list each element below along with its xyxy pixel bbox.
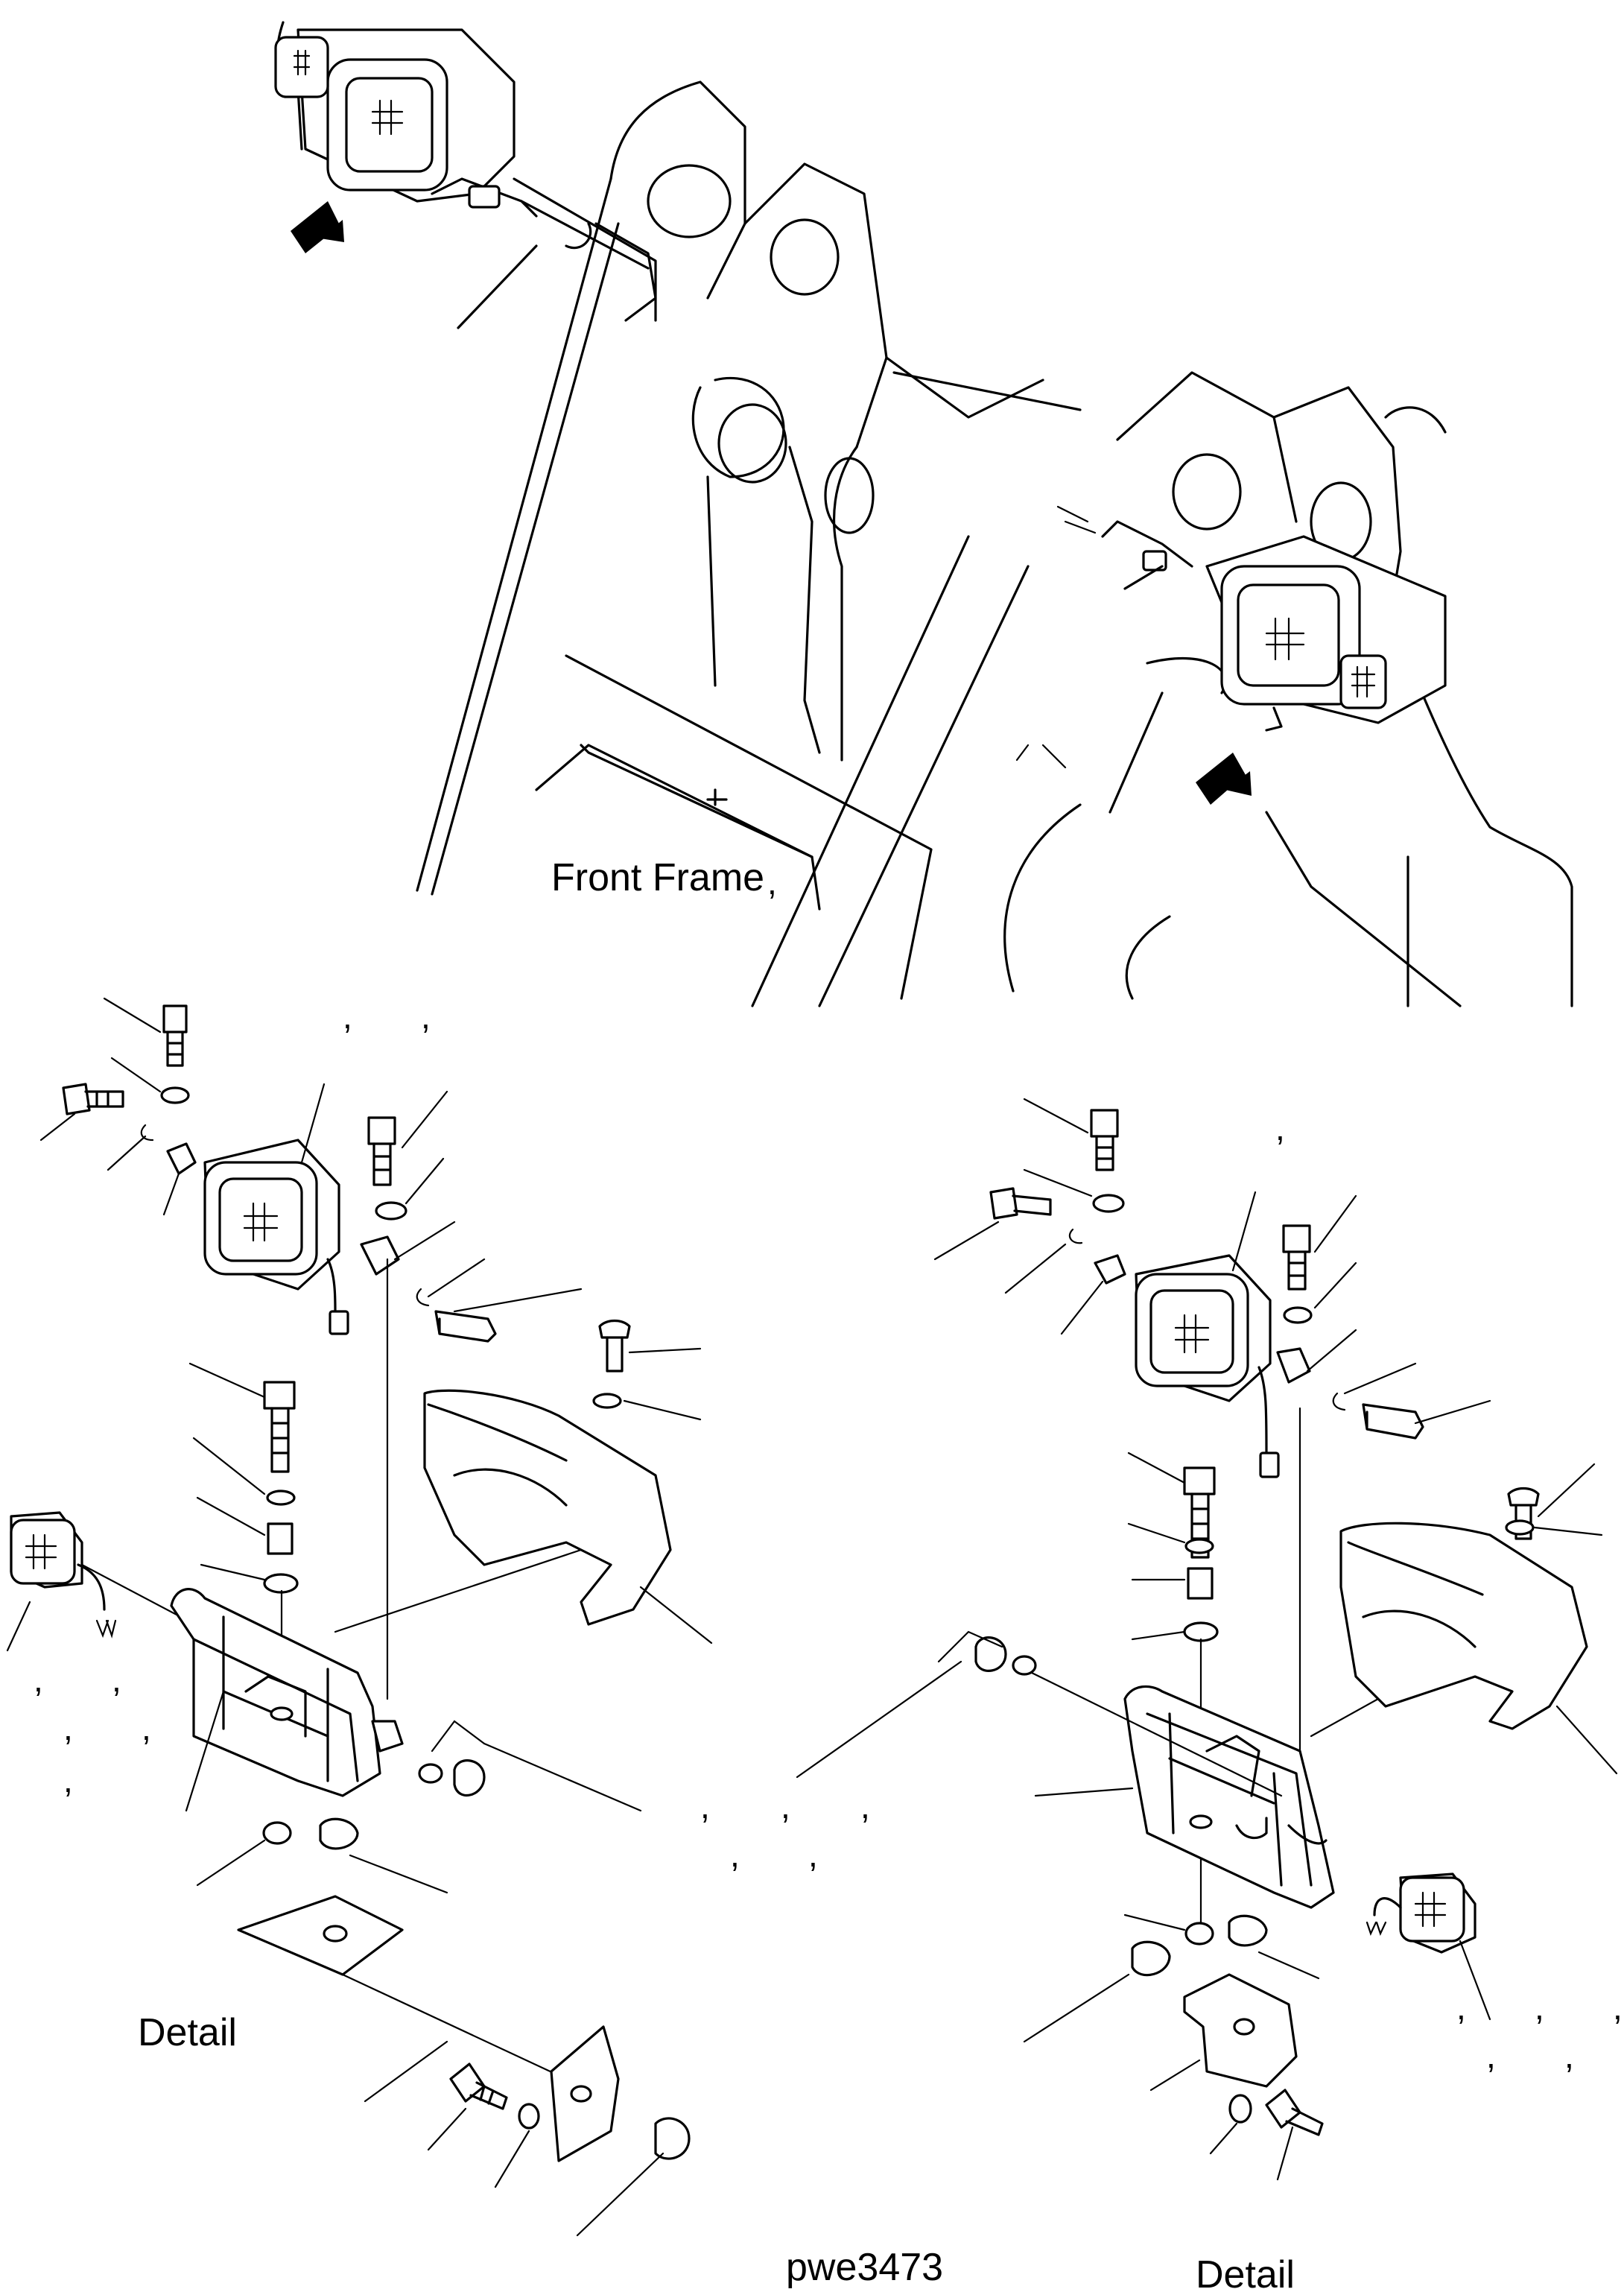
comma-mark: , xyxy=(1564,2036,1574,2075)
comma-mark: , xyxy=(63,1761,73,1799)
front-frame-label: Front Frame xyxy=(551,856,764,899)
comma-mark: , xyxy=(860,1787,870,1826)
comma-mark: , xyxy=(767,863,777,902)
callout-line xyxy=(1108,691,1164,814)
comma-mark: , xyxy=(700,1787,710,1826)
detail-label-right: Detail xyxy=(1196,2253,1295,2292)
comma-mark: , xyxy=(1613,1988,1623,2027)
drawing-id-label: pwe3473 xyxy=(786,2246,943,2289)
comma-mark: , xyxy=(1275,1109,1285,1147)
comma-mark: , xyxy=(63,1709,73,1747)
arrow-indicator-left xyxy=(291,201,339,253)
upper-left-lamp-guard xyxy=(274,21,657,322)
comma-mark: , xyxy=(343,997,352,1036)
comma-mark: , xyxy=(808,1835,818,1874)
arrow-indicator-right xyxy=(1196,753,1246,805)
callout-line xyxy=(457,244,538,329)
comma-mark: , xyxy=(112,1660,121,1699)
right-detail-assembly xyxy=(796,1098,1618,2181)
left-detail-assembly xyxy=(6,997,713,2237)
detail-label-left: Detail xyxy=(138,2011,237,2054)
comma-mark: , xyxy=(1456,1988,1466,2027)
comma-mark: , xyxy=(142,1709,151,1747)
comma-mark: , xyxy=(34,1660,43,1699)
comma-mark: , xyxy=(421,997,431,1036)
comma-mark: , xyxy=(1486,2036,1496,2075)
comma-mark: , xyxy=(730,1835,740,1874)
comma-mark: , xyxy=(1535,1988,1544,2027)
comma-mark: , xyxy=(781,1787,790,1826)
upper-right-lamp-guard xyxy=(1101,520,1447,732)
